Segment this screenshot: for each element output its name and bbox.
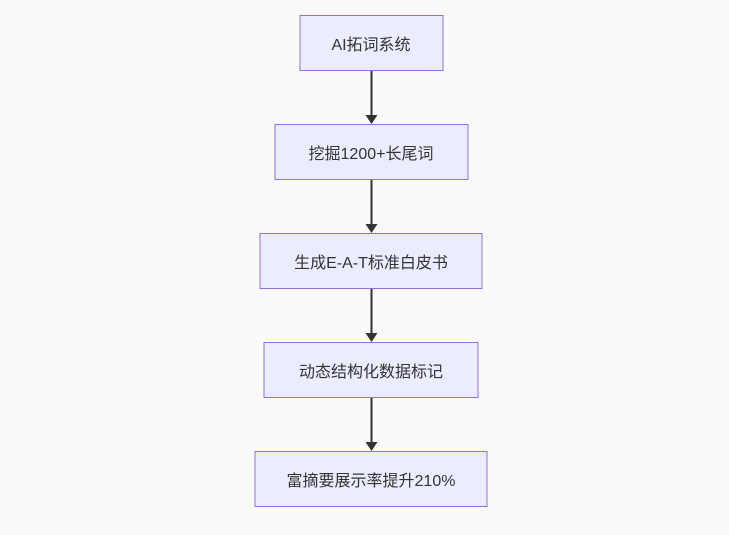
flow-node-eat-whitepaper: 生成E-A-T标准白皮书 bbox=[259, 233, 483, 289]
flow-node-label: 挖掘1200+长尾词 bbox=[308, 146, 434, 163]
arrow-head-down-icon bbox=[365, 333, 377, 342]
arrow-line bbox=[370, 289, 372, 333]
flow-node-label: 动态结构化数据标记 bbox=[298, 364, 443, 381]
flowchart: AI拓词系统 挖掘1200+长尾词 生成E-A-T标准白皮书 动态结构化数据标记 bbox=[254, 15, 488, 507]
arrow-head-down-icon bbox=[365, 224, 377, 233]
flow-arrow-down bbox=[365, 398, 377, 451]
flow-node-label: 富摘要展示率提升210% bbox=[286, 473, 456, 490]
flow-node-ai-keyword-system: AI拓词系统 bbox=[299, 15, 443, 71]
flow-arrow-down bbox=[365, 180, 377, 233]
arrow-line bbox=[370, 398, 372, 442]
flow-arrow-down bbox=[365, 289, 377, 342]
flow-node-rich-snippet-result: 富摘要展示率提升210% bbox=[254, 451, 488, 507]
flow-node-label: 生成E-A-T标准白皮书 bbox=[294, 255, 448, 272]
flow-node-longtail-mining: 挖掘1200+长尾词 bbox=[274, 124, 468, 180]
flow-node-label: AI拓词系统 bbox=[331, 37, 411, 54]
arrow-head-down-icon bbox=[365, 442, 377, 451]
arrow-line bbox=[370, 180, 372, 224]
flow-node-structured-data: 动态结构化数据标记 bbox=[263, 342, 479, 398]
flow-arrow-down bbox=[365, 71, 377, 124]
arrow-head-down-icon bbox=[365, 115, 377, 124]
arrow-line bbox=[370, 71, 372, 115]
